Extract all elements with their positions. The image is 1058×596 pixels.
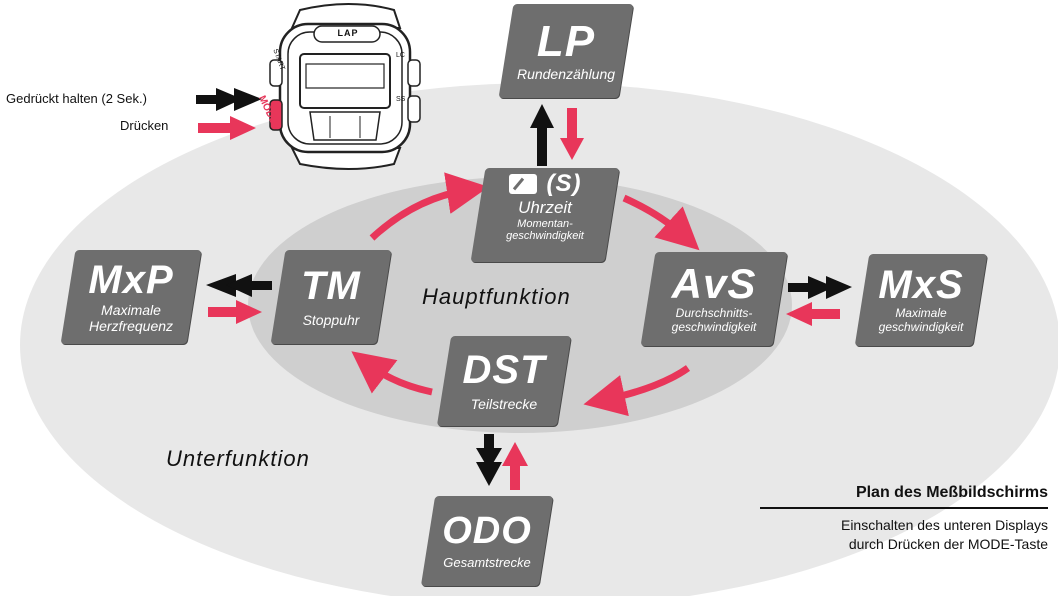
mode-box-mxp: MxP Maximale Herzfrequenz (60, 250, 202, 344)
mode-box-dst: DST Teilstrecke (436, 336, 572, 426)
arrow-avs-to-mxs (788, 276, 852, 299)
mode-box-mxs: MxS Maximale geschwindigkeit (854, 254, 988, 346)
mxp-desc: Maximale (101, 301, 161, 318)
plan-title: Plan des Meßbildschirms (760, 484, 1048, 509)
avs-code: AvS (671, 260, 757, 308)
odo-code: ODO (442, 509, 532, 552)
tm-code: TM (301, 263, 361, 308)
mode-box-avs: AvS Durchschnitts- geschwindigkeit (640, 252, 788, 346)
mxp-desc2: Herzfrequenz (88, 318, 174, 334)
sub-function-label: Unterfunktion (166, 446, 310, 471)
mxs-desc2: geschwindigkeit (878, 320, 964, 334)
legend-hold-text: Gedrückt halten (2 Sek.) (6, 91, 147, 106)
mxs-desc: Maximale (895, 306, 947, 321)
watch-lap-label: LAP (337, 28, 359, 38)
arrow-lp-to-clock (560, 108, 584, 160)
odo-desc: Gesamtstrecke (443, 554, 531, 570)
arrow-mxs-to-avs (786, 302, 840, 326)
arrow-dst-to-odo (476, 434, 502, 486)
arrow-tm-to-clock (369, 172, 489, 241)
lp-desc: Rundenzählung (516, 65, 616, 82)
arrow-avs-to-dst (583, 365, 691, 417)
speedometer-icon (508, 174, 537, 194)
mode-box-clock: (S) Uhrzeit Momentan- geschwindigkeit (470, 168, 620, 262)
mode-box-tm: TM Stoppuhr (270, 250, 392, 344)
arrow-tm-to-mxp (206, 274, 272, 297)
legend-press-text: Drücken (120, 118, 169, 133)
clock-desc: Uhrzeit (518, 198, 572, 217)
watch-illustration (269, 3, 421, 170)
arrow-odo-to-dst (502, 442, 528, 490)
plan-line1: Einschalten des unteren Displays (840, 517, 1048, 533)
arrow-mxp-to-tm (208, 300, 262, 324)
arrow-dst-to-tm (351, 351, 433, 396)
lp-code: LP (536, 16, 596, 66)
dst-desc: Teilstrecke (470, 395, 538, 412)
dst-code: DST (462, 347, 546, 392)
plan-line2: durch Drücken der MODE-Taste (848, 535, 1048, 552)
watch-lc-label: LC (396, 52, 405, 59)
mode-box-lp: LP Rundenzählung (498, 4, 634, 98)
mode-box-odo: ODO Gesamtstrecke (420, 496, 554, 586)
mxs-code: MxS (878, 263, 964, 308)
clock-code: (S) (546, 170, 582, 197)
arrow-clock-to-lp (530, 104, 554, 166)
avs-desc: Durchschnitts- (675, 306, 753, 321)
clock-desc2: Momentan- (517, 217, 573, 230)
legend-hold-arrow (196, 88, 262, 111)
main-function-label: Hauptfunktion (422, 284, 571, 309)
mxp-code: MxP (88, 257, 174, 302)
clock-desc3: geschwindigkeit (506, 230, 584, 243)
avs-desc2: geschwindigkeit (671, 320, 757, 334)
tm-desc: Stoppuhr (302, 311, 360, 328)
watch-ss-label: SS (396, 96, 406, 103)
plan-legend: Plan des Meßbildschirms Einschalten des … (750, 484, 1048, 554)
legend-press-arrow (198, 116, 256, 140)
arrow-clock-to-avs (622, 194, 700, 251)
